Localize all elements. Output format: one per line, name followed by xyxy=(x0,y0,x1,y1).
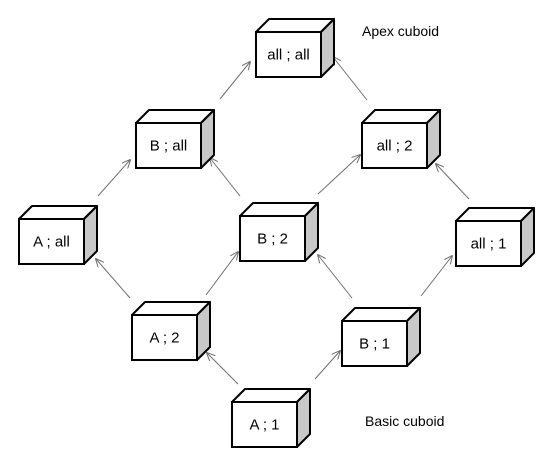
edge-arrow-a-2-to-b-2 xyxy=(205,252,238,296)
edge-arrow-a-1-to-b-1 xyxy=(314,351,340,380)
cuboid-all-1: all ; 1 xyxy=(455,207,535,267)
cuboid-b-all: B ; all xyxy=(135,109,215,169)
edge-arrow-a-all-to-b-all xyxy=(97,160,130,197)
cuboid-b-1: B ; 1 xyxy=(341,307,421,367)
edge-arrow-b-all-to-all-all xyxy=(219,62,250,100)
cuboid-label: all ; 1 xyxy=(471,236,507,253)
cuboid-all-all: all ; all xyxy=(255,18,335,78)
cuboid-label: all ; all xyxy=(267,47,310,64)
cuboid-front-face xyxy=(18,218,85,265)
edge-arrow-all-2-to-all-all xyxy=(333,57,368,101)
cuboid-front-face xyxy=(255,31,322,78)
apex-cuboid-caption: Apex cuboid xyxy=(362,23,439,39)
cuboid-front-face xyxy=(341,320,408,367)
cuboids-layer: all ; all B ; all all ; 2 A ; all B ; 2 all ;… xyxy=(18,18,535,448)
cuboid-front-face xyxy=(231,401,298,448)
cuboid-front-face xyxy=(239,215,306,262)
cuboid-a-all: A ; all xyxy=(18,205,98,265)
edge-arrow-b-1-to-all-1 xyxy=(420,256,452,297)
cuboid-label: A ; 1 xyxy=(249,417,279,434)
cuboid-a-2: A ; 2 xyxy=(131,301,211,361)
edges-layer xyxy=(96,57,470,385)
edge-arrow-all-1-to-all-2 xyxy=(436,164,470,200)
cuboid-label: A ; 2 xyxy=(149,330,179,347)
edge-arrow-b-1-to-b-2 xyxy=(318,255,353,299)
cuboid-label: all ; 2 xyxy=(377,138,413,155)
cuboid-front-face xyxy=(131,314,198,361)
basic-cuboid-caption: Basic cuboid xyxy=(365,413,444,429)
cuboid-b-2: B ; 2 xyxy=(239,202,319,262)
cuboid-label: B ; 1 xyxy=(359,336,390,353)
cuboid-label: B ; 2 xyxy=(257,231,288,248)
cuboid-front-face xyxy=(135,122,202,169)
cuboid-label: B ; all xyxy=(150,138,188,155)
cuboid-all-2: all ; 2 xyxy=(361,109,441,169)
cuboid-front-face xyxy=(455,220,522,267)
cuboid-label: A ; all xyxy=(33,234,70,251)
edge-arrow-b-2-to-b-all xyxy=(210,158,241,197)
edge-arrow-a-1-to-a-2 xyxy=(207,353,239,385)
edge-arrow-a-2-to-a-all xyxy=(96,259,131,299)
cuboid-a-1: A ; 1 xyxy=(231,388,311,448)
cuboid-front-face xyxy=(361,122,428,169)
edge-arrow-b-2-to-all-2 xyxy=(317,155,360,195)
